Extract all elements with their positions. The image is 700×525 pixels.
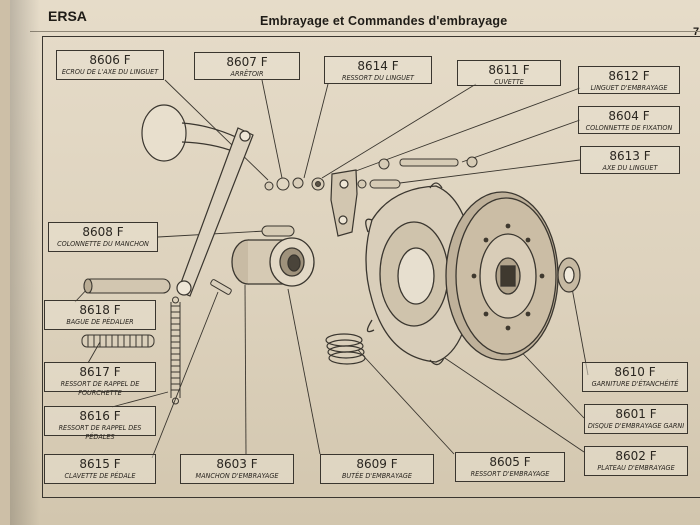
spring-return-fork: [81, 334, 155, 348]
clutch-plate: [365, 182, 475, 366]
pedal-pad: [141, 104, 187, 162]
clutch-sleeve: [231, 237, 315, 287]
clutch-finger: [330, 169, 358, 237]
brand-name: ERSA: [48, 8, 87, 24]
seal-ring: [557, 257, 581, 293]
spring-return-pedals: [170, 296, 181, 405]
clutch-disc: [445, 191, 559, 361]
pedal-bushing: [83, 278, 171, 294]
pedal-arm: [181, 122, 239, 139]
sleeve-column: [261, 225, 295, 237]
lever-small-parts: [264, 177, 325, 191]
diagram-frame: [42, 36, 700, 498]
finger-axis: [357, 156, 478, 189]
page-number: 7: [693, 26, 700, 38]
header-rule: [30, 31, 700, 32]
clutch-springs: [325, 333, 366, 365]
page-title: Embrayage et Commandes d'embrayage: [260, 14, 508, 28]
pedal-key: [210, 279, 232, 295]
pedal-assembly: [141, 104, 254, 297]
